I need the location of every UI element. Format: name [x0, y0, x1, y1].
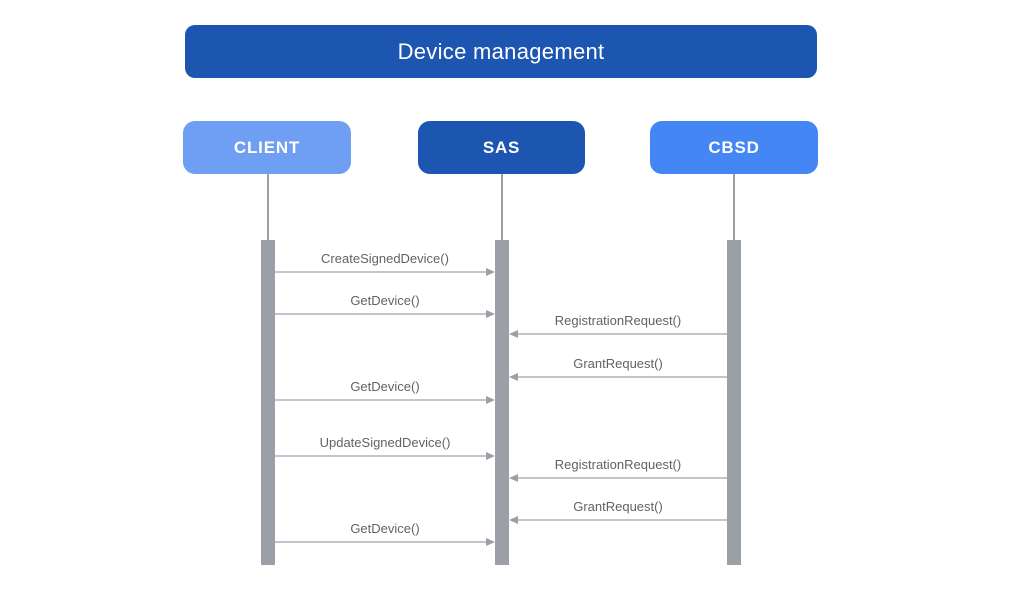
- arrowhead-left-icon: [509, 516, 518, 524]
- message-arrow-line: [516, 519, 727, 521]
- message-label: GetDevice(): [350, 293, 420, 308]
- message-arrow-line: [516, 333, 727, 335]
- message-arrow-line: [275, 271, 488, 273]
- activation-bar-sas: [495, 240, 509, 565]
- arrowhead-left-icon: [509, 373, 518, 381]
- message-arrow-line: [275, 399, 488, 401]
- actor-client: CLIENT: [183, 121, 351, 174]
- arrowhead-right-icon: [486, 310, 495, 318]
- lifeline-client: [267, 174, 269, 240]
- message-label: GetDevice(): [350, 379, 420, 394]
- actor-cbsd: CBSD: [650, 121, 818, 174]
- message-arrow-line: [275, 313, 488, 315]
- arrowhead-right-icon: [486, 396, 495, 404]
- arrowhead-right-icon: [486, 268, 495, 276]
- message-label: CreateSignedDevice(): [321, 251, 449, 266]
- message-label: RegistrationRequest(): [554, 313, 682, 328]
- message-label: UpdateSignedDevice(): [319, 435, 451, 450]
- message-arrow-line: [275, 541, 488, 543]
- message-label: GrantRequest(): [573, 499, 663, 514]
- arrowhead-right-icon: [486, 538, 495, 546]
- actor-label-client: CLIENT: [233, 137, 301, 157]
- actor-label-sas: SAS: [482, 137, 521, 157]
- message-arrow-line: [516, 376, 727, 378]
- diagram-title-bar: Device management: [185, 25, 817, 78]
- message-arrow-line: [275, 455, 488, 457]
- arrowhead-left-icon: [509, 330, 518, 338]
- actor-sas: SAS: [418, 121, 585, 174]
- activation-bar-client: [261, 240, 275, 565]
- actor-label-cbsd: CBSD: [708, 137, 760, 157]
- message-label: GetDevice(): [350, 521, 420, 536]
- arrowhead-right-icon: [486, 452, 495, 460]
- message-arrow-line: [516, 477, 727, 479]
- message-label: GrantRequest(): [573, 356, 663, 371]
- activation-bar-cbsd: [727, 240, 741, 565]
- lifeline-cbsd: [733, 174, 735, 240]
- lifeline-sas: [501, 174, 503, 240]
- diagram-title: Device management: [397, 38, 605, 64]
- arrowhead-left-icon: [509, 474, 518, 482]
- message-label: RegistrationRequest(): [554, 457, 682, 472]
